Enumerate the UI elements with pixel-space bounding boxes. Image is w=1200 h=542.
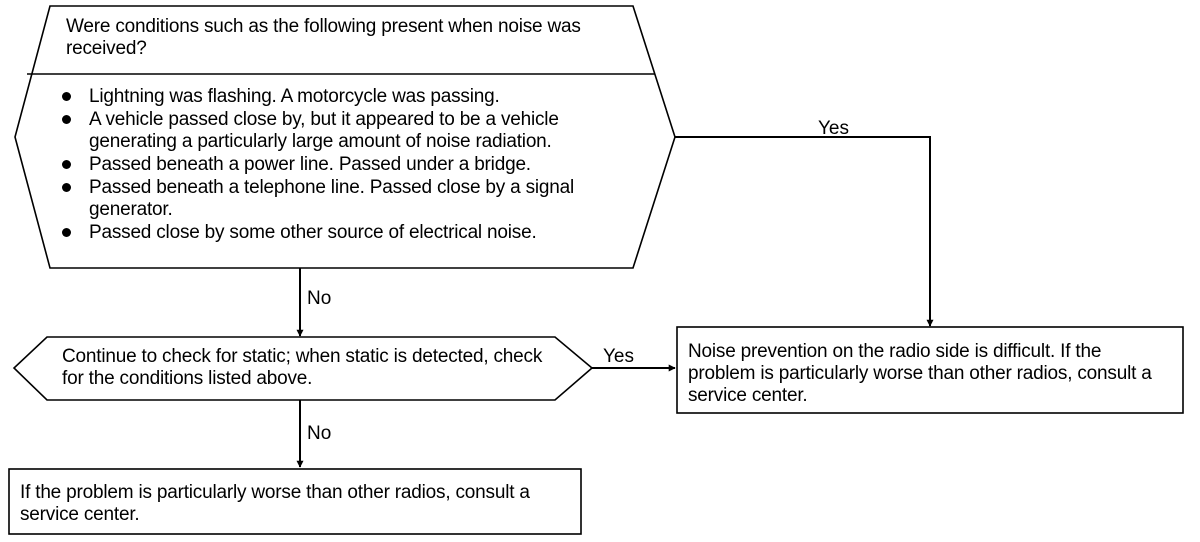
result-radio-side-box (676, 326, 1184, 414)
decision1-conditions: Lightning was flashing. A motorcycle was… (60, 86, 650, 244)
condition-item: A vehicle passed close by, but it appear… (60, 109, 650, 153)
result-service-center-box (8, 468, 582, 535)
result-service-center-text: If the problem is particularly worse tha… (20, 482, 530, 525)
edge-label-yes2: Yes (603, 346, 634, 367)
edge-label-yes1: Yes (818, 118, 849, 139)
edge-yes1 (675, 136, 934, 327)
decision1-shape (14, 5, 676, 269)
condition-item: Lightning was flashing. A motorcycle was… (60, 86, 650, 108)
result-radio-side-text: Noise prevention on the radio side is di… (688, 341, 1152, 406)
condition-item: Passed beneath a telephone line. Passed … (60, 177, 650, 221)
condition-item: Passed beneath a power line. Passed unde… (60, 154, 650, 176)
condition-item: Passed close by some other source of ele… (60, 222, 650, 244)
edge-label-no2: No (307, 423, 332, 444)
edge-label-no1: No (307, 288, 332, 309)
decision2-shape (12, 336, 594, 401)
decision1-question: Were conditions such as the following pr… (66, 16, 581, 59)
decision2-text: Continue to check for static; when stati… (62, 346, 543, 389)
